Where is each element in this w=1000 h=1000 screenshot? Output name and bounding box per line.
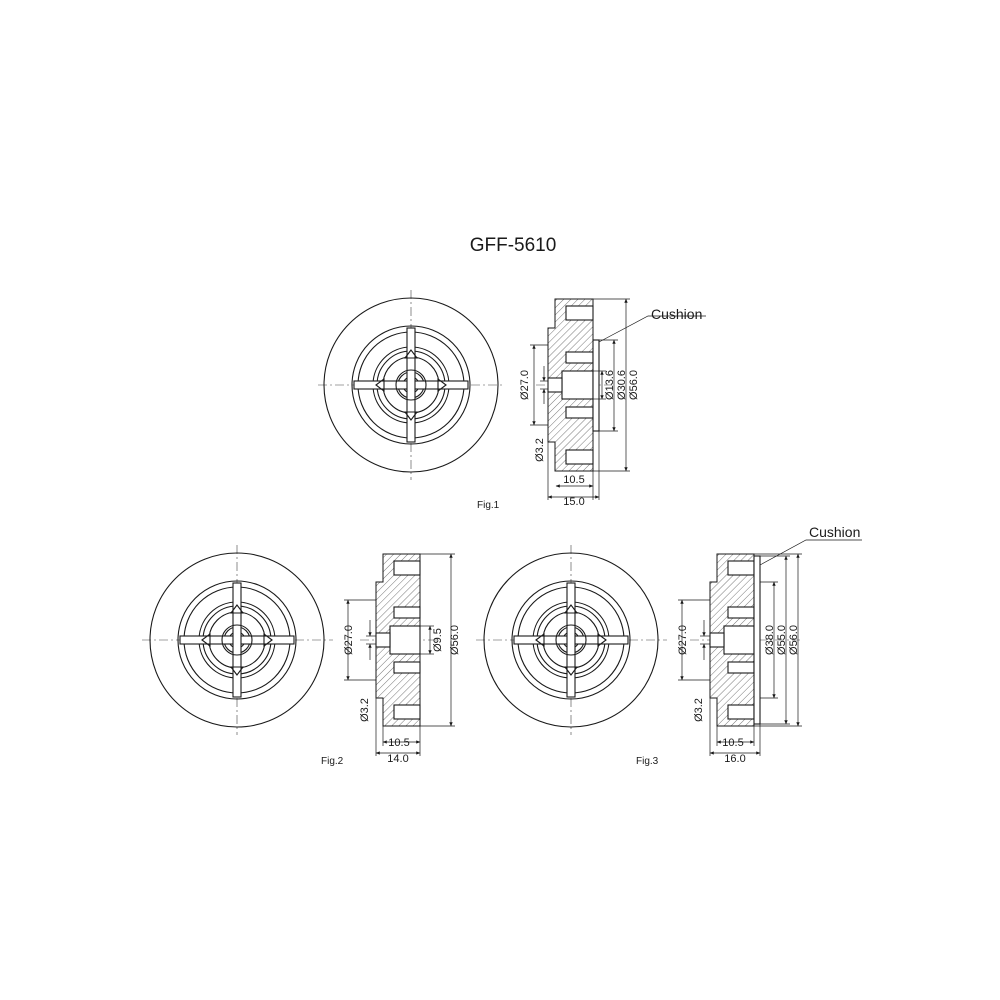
fig2-dim-d9-5: Ø9.5: [432, 628, 444, 652]
fig2-dim-14: 14.0: [387, 753, 408, 765]
fig3-dim-16: 16.0: [724, 753, 745, 765]
fig3-caption: Fig.3: [636, 756, 659, 767]
fig3-dim-d56: Ø56.0: [788, 625, 800, 655]
fig1: Ø27.0 Ø3.2 Ø13.6 Ø30.6 Ø56.0 10.5 15.0 C…: [318, 290, 706, 511]
fig2-front-view: [142, 545, 333, 735]
fig3-dim-d55: Ø55.0: [776, 625, 788, 655]
fig1-dim-15: 15.0: [563, 496, 584, 508]
fig2-dim-d56: Ø56.0: [449, 625, 461, 655]
fig1-section-view: [530, 298, 706, 500]
fig1-dim-d30-6: Ø30.6: [616, 370, 628, 400]
fig1-caption: Fig.1: [477, 500, 500, 511]
fig2-dim-d3-2: Ø3.2: [359, 698, 371, 722]
fig2-section-view: [344, 553, 455, 756]
fig3-dim-d38: Ø38.0: [764, 625, 776, 655]
fig1-dim-d56: Ø56.0: [628, 370, 640, 400]
fig3-callout-cushion: Cushion: [809, 524, 860, 540]
fig3: Ø27.0 Ø3.2 Ø38.0 Ø55.0 Ø56.0 10.5 16.0 C…: [476, 524, 862, 767]
fig3-section-view: [678, 539, 862, 756]
fig3-dim-d27: Ø27.0: [677, 625, 689, 655]
fig1-callout-cushion: Cushion: [651, 306, 702, 322]
fig1-dim-d3-2: Ø3.2: [534, 438, 546, 462]
fig3-dim-10-5: 10.5: [722, 737, 743, 749]
fig1-dim-10-5: 10.5: [563, 474, 584, 486]
fig2-caption: Fig.2: [321, 756, 344, 767]
fig3-front-view: [476, 545, 667, 735]
drawing-title: GFF-5610: [470, 235, 557, 256]
fig2: Ø27.0 Ø3.2 Ø9.5 Ø56.0 10.5 14.0 Fig.2: [142, 545, 461, 767]
fig1-front-view: [318, 290, 505, 480]
fig1-dim-d13-6: Ø13.6: [604, 370, 616, 400]
fig3-dim-d3-2: Ø3.2: [693, 698, 705, 722]
fig2-dim-10-5: 10.5: [388, 737, 409, 749]
fig2-dim-d27: Ø27.0: [343, 625, 355, 655]
fig1-dim-d27: Ø27.0: [519, 370, 531, 400]
